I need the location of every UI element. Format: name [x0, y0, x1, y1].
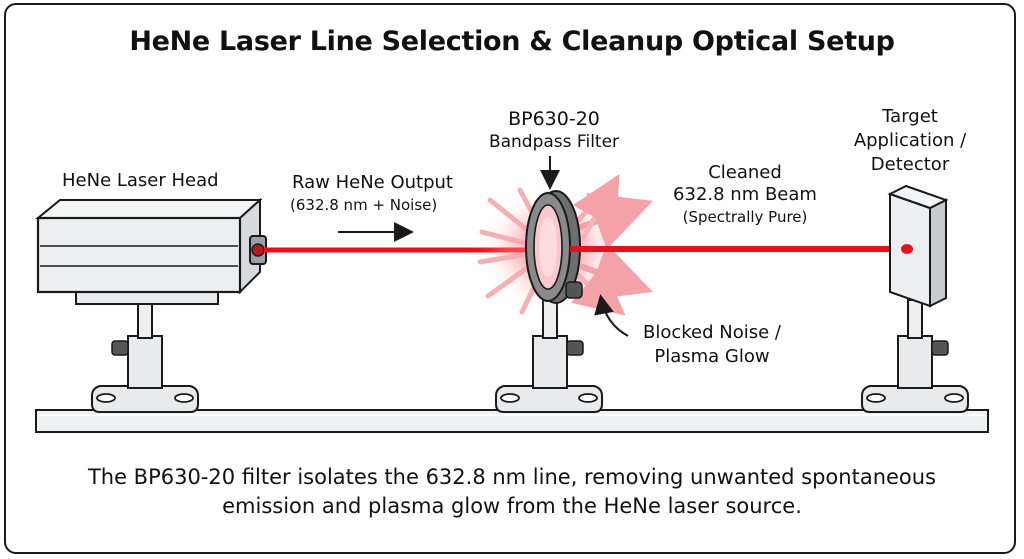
filter-post-mount [495, 299, 603, 413]
diagram-title: HeNe Laser Line Selection & Cleanup Opti… [129, 26, 895, 57]
target-label-line3: Detector [870, 154, 950, 175]
laser-post-mount [91, 301, 199, 413]
laser-head-body [35, 197, 267, 305]
filter-label-line1: BP630-20 [508, 108, 600, 130]
bandpass-filter [525, 190, 583, 304]
target-post-mount [861, 299, 969, 413]
caption-line1: The BP630-20 filter isolates the 632.8 n… [87, 465, 937, 489]
caption-line2: emission and plasma glow from the HeNe l… [222, 494, 802, 518]
target-detector-screen [887, 184, 949, 308]
raw-output-label-line1: Raw HeNe Output [292, 172, 453, 193]
target-label-line1: Target [882, 106, 938, 127]
filter-label-line2: Bandpass Filter [488, 132, 620, 152]
raw-output-label-line2: (632.8 nm + Noise) [290, 196, 438, 214]
blocked-noise-label-line2: Plasma Glow [654, 346, 770, 367]
laser-head-label: HeNe Laser Head [62, 170, 219, 191]
optical-rail [35, 409, 989, 433]
blocked-noise-pointer-arrow [594, 294, 629, 337]
target-label-line2: Application / [853, 130, 967, 151]
cleaned-label-line2: 632.8 nm Beam [673, 184, 817, 205]
cleaned-label-line1: Cleaned [708, 162, 782, 183]
cleaned-label-line3: (Spectrally Pure) [682, 208, 808, 226]
blocked-noise-label-line1: Blocked Noise / [643, 322, 781, 343]
